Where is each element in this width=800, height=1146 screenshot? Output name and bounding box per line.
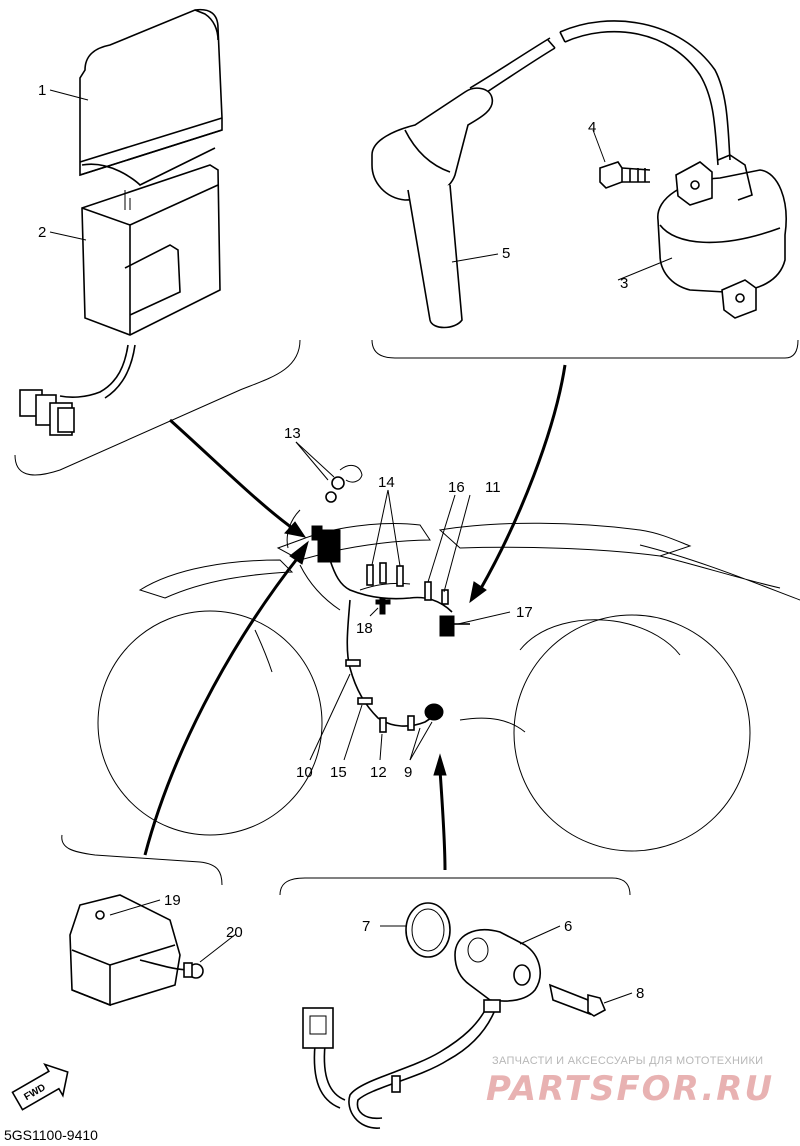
front-fender bbox=[138, 559, 294, 599]
callout-labels: 1 2 3 4 5 6 7 8 9 10 11 12 13 14 15 16 1… bbox=[38, 82, 644, 1002]
coil-bolt bbox=[599, 161, 623, 189]
ignition-coil-group bbox=[371, 20, 787, 329]
callout-8: 8 bbox=[636, 985, 644, 1002]
callout-3: 3 bbox=[620, 275, 628, 292]
callout-10: 10 bbox=[296, 764, 313, 781]
rectifier-group bbox=[69, 894, 204, 1007]
neutral-switch-group bbox=[302, 902, 607, 1129]
switch-connector bbox=[302, 1007, 334, 1049]
watermark: ЗАПЧАСТИ И АКСЕССУАРЫ ДЛЯ МОТОТЕХНИКИ PA… bbox=[486, 1055, 774, 1109]
callout-12: 12 bbox=[370, 764, 387, 781]
diagram-code: 5GS1100-9410 bbox=[4, 1127, 98, 1143]
cdi-unit-group bbox=[19, 8, 223, 436]
callout-5: 5 bbox=[502, 245, 510, 262]
spark-plug-cap-stem bbox=[407, 184, 463, 329]
cdi-box bbox=[81, 164, 221, 336]
o-ring bbox=[405, 902, 451, 958]
spark-plug-cap bbox=[371, 87, 494, 201]
watermark-line1: ЗАПЧАСТИ И АКСЕССУАРЫ ДЛЯ МОТОТЕХНИКИ bbox=[492, 1055, 763, 1067]
callout-17: 17 bbox=[516, 604, 533, 621]
wire-harness bbox=[311, 464, 470, 733]
callout-7: 7 bbox=[362, 918, 370, 935]
callout-18: 18 bbox=[356, 620, 373, 637]
callout-20: 20 bbox=[226, 924, 243, 941]
watermark-line2: PARTSFOR.RU bbox=[486, 1069, 774, 1109]
callout-16: 16 bbox=[448, 479, 465, 496]
fwd-arrow: FWD bbox=[11, 1062, 69, 1111]
inset-bracket-top-right bbox=[371, 339, 799, 359]
callout-2: 2 bbox=[38, 224, 46, 241]
fwd-arrow-icon bbox=[11, 1062, 69, 1111]
callout-4: 4 bbox=[588, 119, 596, 136]
inset-bracket-top-left bbox=[14, 339, 301, 476]
callout-19: 19 bbox=[164, 892, 181, 909]
inset-bracket-bottom-right bbox=[279, 877, 631, 896]
callout-9: 9 bbox=[404, 764, 412, 781]
callout-6: 6 bbox=[564, 918, 572, 935]
callout-13: 13 bbox=[284, 425, 301, 442]
callout-14: 14 bbox=[378, 474, 395, 491]
assembly-arrows bbox=[143, 364, 567, 871]
motorcycle-outline bbox=[97, 509, 800, 852]
inset-bracket-bottom-left bbox=[61, 834, 223, 886]
leader-lines bbox=[49, 89, 673, 1004]
engine-outline bbox=[459, 717, 526, 733]
callout-15: 15 bbox=[330, 764, 347, 781]
switch-bolt bbox=[548, 983, 591, 1016]
seat bbox=[438, 522, 692, 557]
cdi-cover bbox=[79, 8, 223, 177]
rectifier-unit bbox=[69, 894, 181, 1006]
rear-wheel bbox=[513, 614, 751, 852]
side-panel bbox=[519, 619, 681, 656]
rear-fender bbox=[639, 544, 800, 601]
callout-1: 1 bbox=[38, 82, 46, 99]
callout-11: 11 bbox=[485, 479, 501, 496]
front-wheel bbox=[97, 610, 323, 836]
